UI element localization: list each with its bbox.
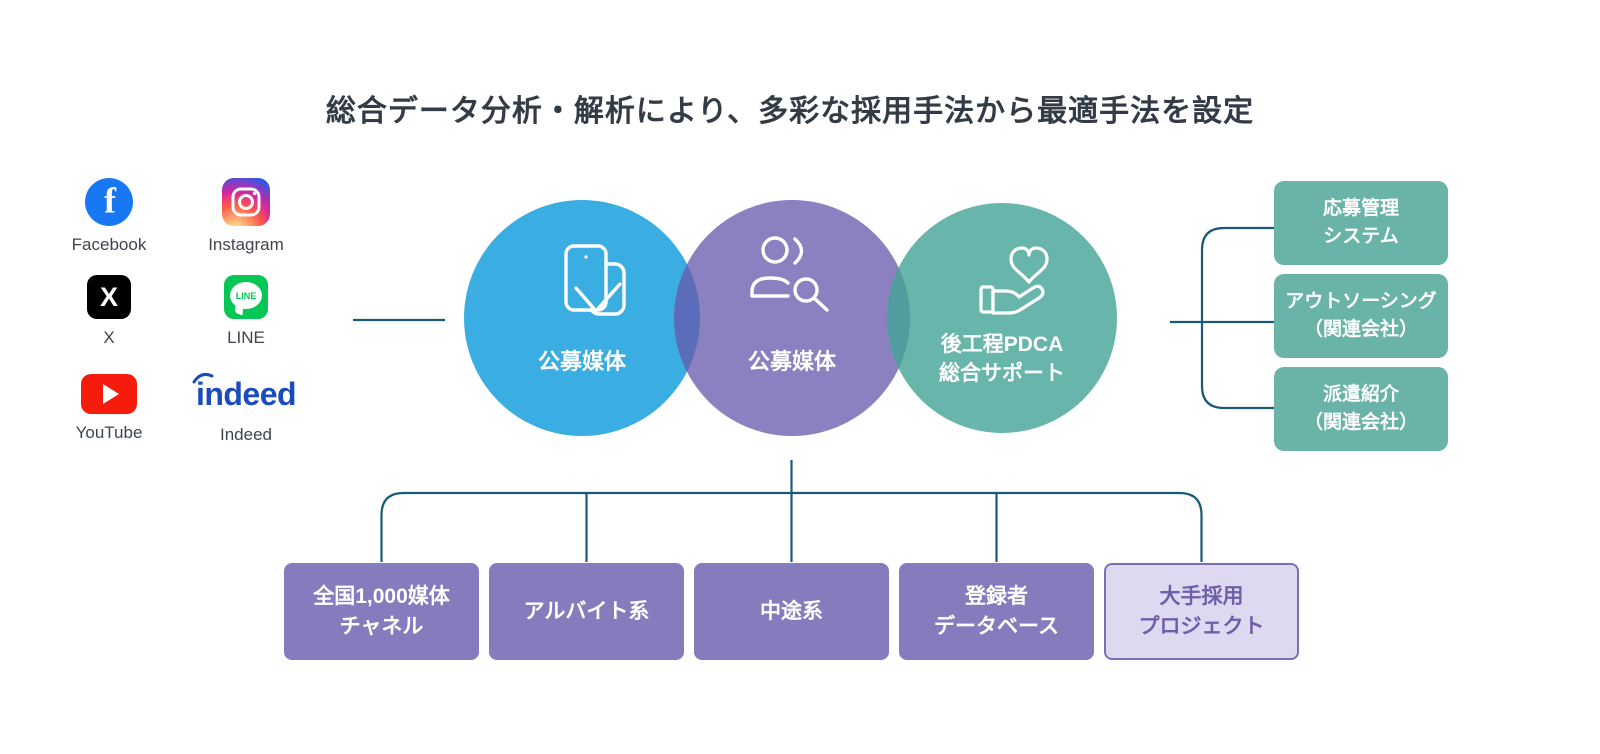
right-box-line2: （関連会社） xyxy=(1303,412,1418,433)
right-bracket xyxy=(1200,226,1274,410)
right-box-line1: 派遣紹介 xyxy=(1322,383,1399,405)
facebook-icon: f xyxy=(85,178,133,226)
circle1-label: 公募媒体 xyxy=(537,349,626,374)
bottom-box-line1: 登録者 xyxy=(965,585,1028,609)
circle3-label: 後工程PDCA 総合サポート xyxy=(882,330,1122,389)
venn-circle-teal xyxy=(887,203,1117,433)
circle3-label-line1: 後工程PDCA xyxy=(940,333,1064,356)
youtube-icon xyxy=(81,374,137,414)
channel-x: X X xyxy=(39,275,179,348)
bottom-box-line1: 大手採用 xyxy=(1159,585,1244,609)
facebook-glyph: f xyxy=(103,180,116,221)
line-speech-bubble: LINE xyxy=(230,282,262,309)
bottom-box-registrant-database: 登録者 データベース xyxy=(899,563,1094,660)
channel-label: Facebook xyxy=(71,235,147,254)
channel-label: X xyxy=(103,328,115,347)
channel-instagram: Instagram xyxy=(176,178,316,255)
venn-circle-blue xyxy=(464,200,700,436)
channel-indeed: indeed Indeed xyxy=(176,372,316,445)
hand-heart-icon xyxy=(979,246,1049,315)
right-box-line1: 応募管理 xyxy=(1322,197,1399,219)
bottom-box-line2: データベース xyxy=(934,614,1059,638)
bottom-box-national-media: 全国1,000媒体 チャネル xyxy=(284,563,479,660)
right-box-line2: （関連会社） xyxy=(1303,319,1418,340)
line-bubble-text: LINE xyxy=(235,290,257,301)
right-box-dispatch-referral: 派遣紹介 （関連会社） xyxy=(1274,367,1448,451)
bottom-box-parttime: アルバイト系 xyxy=(489,563,684,660)
smartphone-icon xyxy=(564,244,626,316)
right-box-application-management: 応募管理 システム xyxy=(1274,181,1448,265)
page-title: 総合データ分析・解析により、多彩な採用手法から最適手法を設定 xyxy=(325,95,1255,128)
instagram-camera-glyph xyxy=(231,187,261,217)
channel-label: LINE xyxy=(227,328,265,347)
channel-youtube: YouTube xyxy=(39,374,179,443)
indeed-icon: indeed xyxy=(192,372,297,416)
instagram-icon xyxy=(222,178,270,226)
x-glyph: X xyxy=(99,281,118,312)
bottom-box-line1: 全国1,000媒体 xyxy=(313,585,450,609)
bottom-box-midcareer: 中途系 xyxy=(694,563,889,660)
circle2-label: 公募媒体 xyxy=(747,349,836,374)
line-icon: LINE xyxy=(224,275,268,319)
right-box-outsourcing: アウトソーシング （関連会社） xyxy=(1274,274,1448,358)
person-search-icon xyxy=(750,236,829,312)
right-box-line1: アウトソーシング xyxy=(1285,290,1437,312)
indeed-arc-glyph xyxy=(192,373,214,384)
channel-label: Instagram xyxy=(208,235,284,254)
bottom-box-line2: プロジェクト xyxy=(1138,614,1265,638)
bottom-box-line1: 中途系 xyxy=(760,599,823,623)
bottom-box-line2: チャネル xyxy=(339,614,424,638)
bottom-box-major-recruitment-project: 大手採用 プロジェクト xyxy=(1104,563,1299,660)
youtube-play-glyph xyxy=(103,384,119,404)
circle3-label-line2: 総合サポート xyxy=(939,362,1065,386)
channel-facebook: f Facebook xyxy=(39,178,179,255)
channel-label: Indeed xyxy=(220,425,272,444)
right-box-line2: システム xyxy=(1323,226,1399,247)
bottom-box-line1: アルバイト系 xyxy=(523,599,650,623)
channel-line: LINE LINE xyxy=(176,275,316,348)
x-icon: X xyxy=(87,275,131,319)
channel-label: YouTube xyxy=(75,423,143,442)
indeed-wordmark: indeed xyxy=(195,375,297,412)
connector-lines xyxy=(353,226,1274,562)
venn-circle-purple xyxy=(674,200,910,436)
